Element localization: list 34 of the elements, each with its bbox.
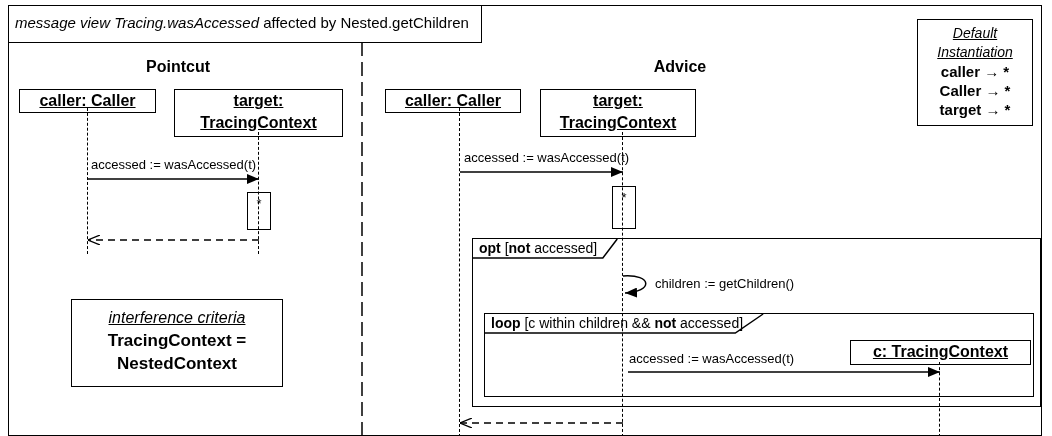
instantiation-box [917,19,1033,126]
lifeline-header: caller: Caller [385,89,521,113]
message-arrow [459,167,624,177]
box-text: target → * [938,100,1012,119]
frame-title: message view Tracing.wasAccessed affected by Nested.getChildren [9,6,482,43]
return-message-arrow [459,417,624,429]
lifeline [457,108,463,436]
self-message-arrow [622,275,647,297]
lifeline-header: target: TracingContext [540,89,696,137]
message-label: accessed := wasAccessed(t) [464,150,630,165]
lifeline [937,362,943,436]
lifeline-header: target: TracingContext [174,89,343,137]
message-arrow [627,367,941,377]
box-text: Caller → * [938,81,1012,100]
lifeline [256,132,262,254]
message-label: accessed := wasAccessed(t) [629,351,795,366]
message-arrow [87,174,260,184]
box-text: caller → * [939,62,1011,81]
frame-border [8,5,1042,436]
fragment-guard: loop [c within children && not accessed] [485,314,764,333]
message-label: children := getChildren() [655,276,795,291]
combined-fragment [484,313,1034,397]
combined-fragment [472,238,1041,407]
lifeline [85,108,91,254]
lifeline-header: c: TracingContext [850,340,1031,365]
box-text: TracingContext = NestedContext [106,330,248,375]
return-message-arrow [87,234,260,246]
section-heading: Pointcut [146,58,210,76]
section-heading: Advice [653,58,707,76]
message-label: accessed := wasAccessed(t) [91,157,257,172]
box-heading: interference criteria [107,308,247,328]
box-heading: Default Instantiation [936,24,1014,62]
lifeline-header: caller: Caller [19,89,156,113]
criteria-box [71,299,283,387]
